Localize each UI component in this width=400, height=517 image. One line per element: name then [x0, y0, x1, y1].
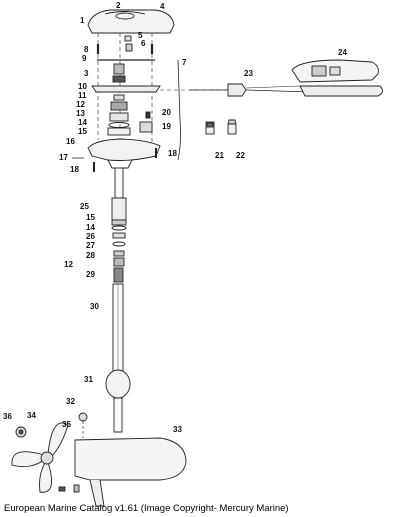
callout-14: 14 — [78, 118, 87, 127]
top-cover — [87, 9, 175, 34]
callout-3: 3 — [84, 69, 89, 78]
catalog-caption: European Marine Catalog v1.61 (Image Cop… — [4, 503, 289, 514]
propeller — [11, 422, 69, 493]
callout-12-lower: 12 — [64, 260, 73, 269]
callout-12: 12 — [76, 100, 85, 109]
callout-1: 1 — [80, 16, 85, 25]
callout-6: 6 — [141, 39, 146, 48]
callout-30: 30 — [90, 302, 99, 311]
callout-17: 17 — [59, 153, 68, 162]
callout-31: 31 — [84, 375, 93, 384]
callout-4: 4 — [160, 2, 165, 11]
foot-pedal — [291, 59, 383, 97]
callout-35: 35 — [62, 420, 71, 429]
callout-32: 32 — [66, 397, 75, 406]
callout-29: 29 — [86, 270, 95, 279]
callout-7: 7 — [182, 58, 187, 67]
callout-27: 27 — [86, 241, 95, 250]
callout-15: 15 — [78, 127, 87, 136]
callout-28: 28 — [86, 251, 95, 260]
callout-23: 23 — [244, 69, 253, 78]
callout-11: 11 — [78, 91, 87, 100]
callout-18-right: 18 — [168, 149, 177, 158]
callout-16: 16 — [66, 137, 75, 146]
callout-25: 25 — [80, 202, 89, 211]
callout-8: 8 — [84, 45, 89, 54]
callout-15-lower: 15 — [86, 213, 95, 222]
callout-33: 33 — [173, 425, 182, 434]
callout-13: 13 — [76, 109, 85, 118]
callout-20: 20 — [162, 108, 171, 117]
callout-34: 34 — [27, 411, 36, 420]
callout-9: 9 — [82, 54, 87, 63]
callout-26: 26 — [86, 232, 95, 241]
callout-19: 19 — [162, 122, 171, 131]
callout-2: 2 — [116, 1, 121, 10]
callout-36: 36 — [3, 412, 12, 421]
callout-22: 22 — [236, 151, 245, 160]
callout-10: 10 — [78, 82, 87, 91]
callout-21: 21 — [215, 151, 224, 160]
callout-14-lower: 14 — [86, 223, 95, 232]
callout-5: 5 — [138, 31, 143, 40]
callout-18-left: 18 — [70, 165, 79, 174]
callout-24: 24 — [338, 48, 347, 57]
